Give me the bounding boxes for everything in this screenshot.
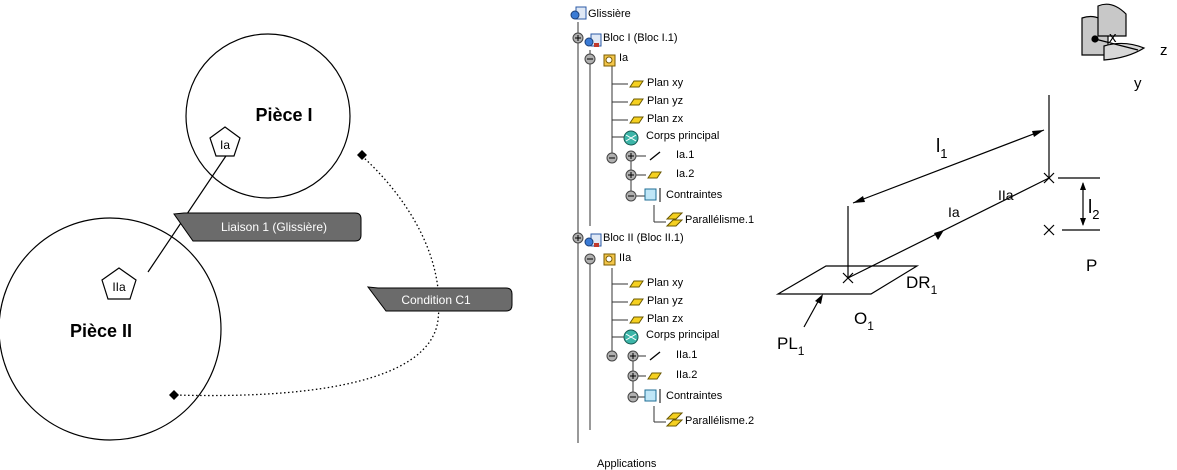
o1-label: O1 xyxy=(854,309,874,333)
tree-plane-zx-2[interactable]: Plan zx xyxy=(647,313,684,325)
axis-z-label: z xyxy=(1160,42,1168,59)
curve-end-marker-top xyxy=(357,150,367,160)
tree-constraints1[interactable]: Contraintes xyxy=(666,189,723,201)
part-icon xyxy=(603,253,616,266)
tree-plane-yz-2[interactable]: Plan yz xyxy=(647,295,684,307)
axis-triad-icon xyxy=(1081,3,1146,61)
parallel-constraint-icon xyxy=(665,412,684,427)
plane-icon xyxy=(629,80,644,88)
sketch-labels: x y z l1 l2 Ia IIa DR1 O1 PL1 P xyxy=(777,29,1168,358)
tree-parallel1[interactable]: Parallélisme.1 xyxy=(685,214,755,226)
tree-applications[interactable]: Applications xyxy=(597,458,657,470)
condition-tag xyxy=(366,286,513,312)
tree-plane-xy-1[interactable]: Plan xy xyxy=(647,77,684,89)
tree-part1[interactable]: Ia xyxy=(619,52,629,64)
pentagon-iia-label: IIa xyxy=(112,280,126,294)
bloc-icon xyxy=(584,33,602,47)
tree-toggles xyxy=(572,32,639,403)
geometry-sketch xyxy=(775,3,1146,328)
diagram-canvas: Pièce I Pièce II Ia IIa Liaison 1 (Gliss… xyxy=(0,3,1168,443)
line-icon xyxy=(649,151,661,161)
liaison-tag xyxy=(173,212,362,242)
tree-root[interactable]: Glissière xyxy=(588,8,631,20)
body-icon xyxy=(623,329,639,345)
plane-icon xyxy=(647,372,662,380)
dr1-label: DR1 xyxy=(906,273,938,297)
line-icon xyxy=(649,351,661,361)
condition-tag-text: Condition C1 xyxy=(401,293,471,307)
piece-1-label: Pièce I xyxy=(255,105,312,125)
tree-body1[interactable]: Corps principal xyxy=(646,130,720,142)
part-icon xyxy=(603,54,616,67)
tree-plane-yz-1[interactable]: Plan yz xyxy=(647,95,684,107)
axis-x-label: x xyxy=(1109,29,1117,46)
tree-parallel2[interactable]: Parallélisme.2 xyxy=(685,415,755,427)
constraints-icon xyxy=(644,389,661,403)
tree-elem-2a[interactable]: IIa.1 xyxy=(676,349,698,361)
plane-icon xyxy=(647,171,662,179)
tree-bloc2[interactable]: Bloc II (Bloc II.1) xyxy=(603,232,684,244)
body-icon xyxy=(623,130,639,146)
assembly-diagram: Pièce I Pièce II Ia IIa Liaison 1 (Gliss… xyxy=(0,33,513,441)
piece-1-circle xyxy=(185,33,351,199)
tree-plane-xy-2[interactable]: Plan xy xyxy=(647,277,684,289)
iia-label: IIa xyxy=(998,187,1014,203)
pentagon-ia xyxy=(209,126,241,157)
tree-elem-1a[interactable]: Ia.1 xyxy=(676,149,695,161)
tree-bloc1[interactable]: Bloc I (Bloc I.1) xyxy=(603,32,678,44)
piece-2-circle xyxy=(0,217,222,441)
pl1-label: PL1 xyxy=(777,334,805,358)
tree-part2[interactable]: IIa xyxy=(619,252,632,264)
tree-icons xyxy=(570,6,684,427)
tree-constraints2[interactable]: Contraintes xyxy=(666,390,723,402)
piece-2-label: Pièce II xyxy=(70,321,132,341)
tree-body2[interactable]: Corps principal xyxy=(646,329,720,341)
ia-label: Ia xyxy=(948,204,960,220)
plane-icon xyxy=(629,116,644,124)
connector-line xyxy=(147,137,239,273)
plane-icon xyxy=(629,280,644,288)
l2-label: l2 xyxy=(1088,197,1099,222)
liaison-tag-text: Liaison 1 (Glissière) xyxy=(221,220,327,234)
l1-label: l1 xyxy=(936,136,947,161)
tree-elem-1b[interactable]: Ia.2 xyxy=(676,168,695,180)
p-label: P xyxy=(1086,256,1097,275)
condition-curve xyxy=(173,155,440,397)
curve-end-marker-bottom xyxy=(169,390,179,400)
constraints-icon xyxy=(644,188,661,202)
plane-icon xyxy=(629,298,644,306)
bloc-icon xyxy=(584,233,602,247)
plane-icon xyxy=(629,98,644,106)
plane-icon xyxy=(629,316,644,324)
tree-elem-2b[interactable]: IIa.2 xyxy=(676,369,698,381)
product-icon xyxy=(570,6,587,20)
pentagon-iia xyxy=(101,267,137,300)
axis-y-label: y xyxy=(1134,75,1142,92)
tree-plane-zx-1[interactable]: Plan zx xyxy=(647,113,684,125)
parallel-constraint-icon xyxy=(665,212,684,227)
pentagon-ia-label: Ia xyxy=(220,138,230,152)
